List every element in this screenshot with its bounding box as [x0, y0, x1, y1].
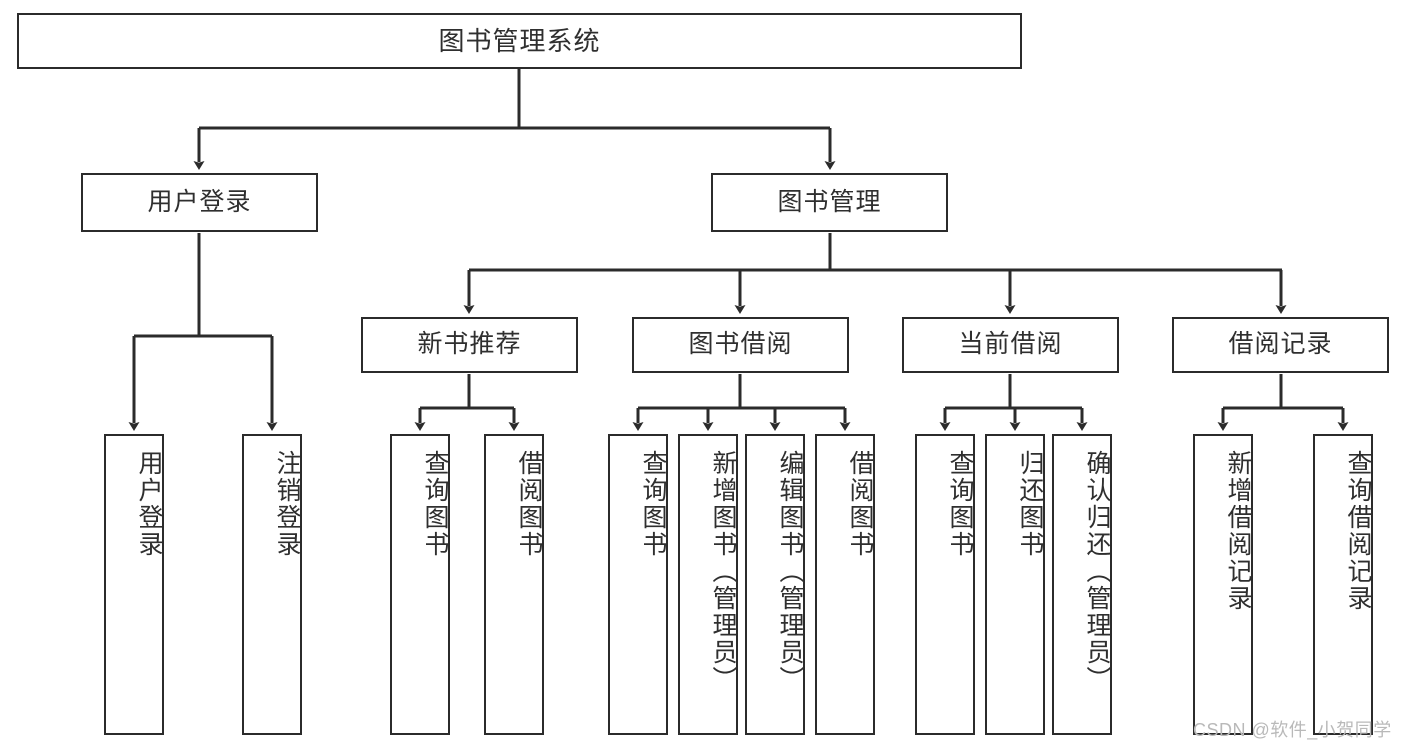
- node-leaf-label: 查询图书: [639, 450, 667, 558]
- node-leaf-label: 编辑图书（管理员）: [776, 450, 804, 693]
- node-leaf-label: 查询借阅记录: [1344, 450, 1372, 612]
- node-level3-3[interactable]: 借阅记录: [1172, 317, 1389, 373]
- node-leaf-label: 新增图书（管理员）: [709, 450, 737, 693]
- node-leaf-4[interactable]: 查询图书: [608, 434, 668, 735]
- node-leaf-label: 借阅图书: [846, 450, 874, 558]
- node-leaf-label: 查询图书: [421, 450, 449, 558]
- node-root[interactable]: 图书管理系统: [17, 13, 1022, 69]
- node-root-label: 图书管理系统: [438, 25, 601, 56]
- node-level3-label: 图书借阅: [688, 330, 793, 359]
- node-level2-0[interactable]: 用户登录: [81, 173, 318, 232]
- node-leaf-0[interactable]: 用户登录: [104, 434, 164, 735]
- node-leaf-label: 新增借阅记录: [1224, 450, 1252, 612]
- node-leaf-5[interactable]: 新增图书（管理员）: [678, 434, 738, 735]
- node-leaf-11[interactable]: 新增借阅记录: [1193, 434, 1253, 735]
- node-leaf-10[interactable]: 确认归还（管理员）: [1052, 434, 1112, 735]
- node-level3-0[interactable]: 新书推荐: [361, 317, 578, 373]
- node-level3-label: 当前借阅: [958, 330, 1063, 359]
- node-level2-1[interactable]: 图书管理: [711, 173, 948, 232]
- node-level2-label: 图书管理: [777, 187, 882, 216]
- node-leaf-label: 注销登录: [273, 450, 301, 558]
- csdn-watermark: CSDN @软件_小贺同学: [1193, 720, 1392, 740]
- node-level3-1[interactable]: 图书借阅: [632, 317, 849, 373]
- node-level3-2[interactable]: 当前借阅: [902, 317, 1119, 373]
- node-leaf-label: 确认归还（管理员）: [1083, 450, 1111, 693]
- node-leaf-6[interactable]: 编辑图书（管理员）: [745, 434, 805, 735]
- node-level2-label: 用户登录: [147, 187, 252, 216]
- node-level3-label: 新书推荐: [417, 330, 522, 359]
- node-leaf-label: 借阅图书: [515, 450, 543, 558]
- node-leaf-9[interactable]: 归还图书: [985, 434, 1045, 735]
- node-leaf-1[interactable]: 注销登录: [242, 434, 302, 735]
- node-leaf-7[interactable]: 借阅图书: [815, 434, 875, 735]
- node-leaf-label: 归还图书: [1016, 450, 1044, 558]
- node-leaf-2[interactable]: 查询图书: [390, 434, 450, 735]
- node-leaf-12[interactable]: 查询借阅记录: [1313, 434, 1373, 735]
- node-level3-label: 借阅记录: [1228, 330, 1333, 359]
- node-leaf-label: 查询图书: [946, 450, 974, 558]
- node-leaf-3[interactable]: 借阅图书: [484, 434, 544, 735]
- node-leaf-8[interactable]: 查询图书: [915, 434, 975, 735]
- node-leaf-label: 用户登录: [135, 450, 163, 558]
